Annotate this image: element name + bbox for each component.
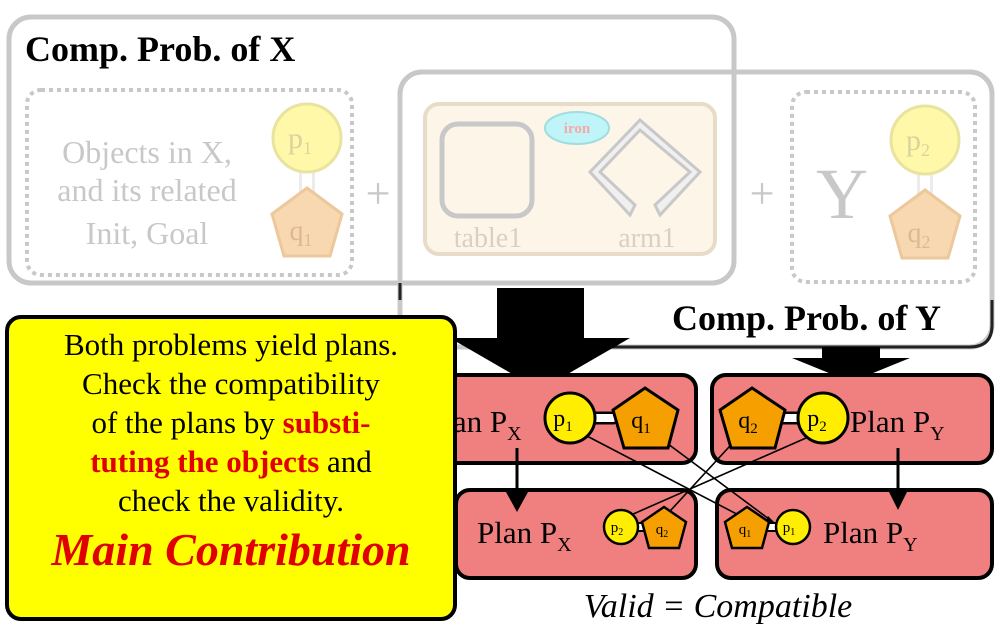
- plus-right: +: [750, 169, 775, 218]
- contribution-line-3-text: of the plans by: [91, 405, 283, 440]
- p2-node: [796, 391, 850, 445]
- q1-node-substituted: [723, 505, 771, 550]
- contribution-line-4: tuting the objects and: [9, 442, 453, 481]
- contribution-line-1: Both problems yield plans.: [63, 327, 399, 362]
- p1-label: p1: [553, 406, 573, 435]
- p1-sub-label: p1: [783, 520, 796, 538]
- q2-node: [718, 386, 787, 450]
- q2-label: q2: [738, 408, 758, 437]
- plan-py-top-label: Plan PY: [850, 404, 945, 445]
- main-contribution-box: Both problems yield plans. Check the com…: [5, 315, 457, 621]
- q2-node-faded: [888, 188, 962, 260]
- contribution-line-5: check the validity.: [117, 483, 345, 518]
- contribution-line-4-highlight: tuting the objects: [90, 444, 320, 479]
- p2-node-substituted: [602, 508, 640, 546]
- big-arrow-y: [792, 347, 910, 382]
- objects-line-2: and its related: [57, 172, 236, 208]
- p1-node-substituted: [774, 508, 812, 546]
- q1-faded-label: q1: [290, 216, 313, 250]
- q2-node-substituted: [640, 505, 688, 550]
- arm1-shape: [587, 117, 703, 218]
- y-dotted-box: [790, 90, 977, 284]
- arrow-py-down: [887, 488, 909, 510]
- comp-prob-y-title: Comp. Prob. of Y: [672, 298, 941, 338]
- p1-faded-label: p1: [288, 122, 312, 158]
- comp-prob-y-bottom-edge: [560, 300, 994, 349]
- p2-label: p2: [807, 406, 827, 435]
- plus-left: +: [366, 169, 391, 218]
- contribution-line-3-highlight: substi-: [282, 405, 371, 440]
- plan-px-bottom-label: Plan PX: [477, 515, 572, 556]
- arrow-px-down: [506, 492, 528, 512]
- p2-node-faded: [889, 104, 961, 176]
- p2-sub-label: p2: [611, 520, 624, 538]
- substitution-lines: [584, 434, 807, 523]
- valid-compatible-caption: Valid = Compatible: [584, 588, 853, 625]
- p2-faded-label: p2: [906, 124, 930, 160]
- contribution-line-4-text: and: [319, 444, 372, 479]
- comp-prob-x-frame: [6, 14, 737, 286]
- plan-py-top-box: [710, 373, 994, 465]
- objects-line-1: Objects in X,: [62, 134, 232, 170]
- iron-ellipse: [544, 111, 610, 145]
- y-letter: Y: [816, 154, 868, 234]
- q2-sub-label: q2: [656, 522, 669, 540]
- objects-line-3: Init, Goal: [86, 215, 209, 251]
- q1-label: q1: [631, 408, 651, 437]
- q1-sub-label: q1: [739, 522, 752, 540]
- plan-py-bottom-label: Plan PY: [823, 515, 918, 556]
- table1-label: table1: [454, 223, 522, 254]
- p1-node: [543, 391, 597, 445]
- q1-node-faded: [270, 186, 344, 258]
- table1-shape: [439, 121, 535, 219]
- q2-faded-label: q2: [908, 218, 931, 252]
- q1-node: [611, 386, 680, 450]
- contribution-line-3: of the plans by substi-: [9, 403, 453, 442]
- p1-node-faded: [271, 102, 343, 174]
- main-contribution-title: Main Contribution: [51, 524, 411, 575]
- big-arrow-x: [450, 288, 630, 390]
- iron-label: iron: [564, 121, 591, 137]
- contribution-line-2: Check the compatibility: [82, 366, 380, 401]
- arm1-label: arm1: [618, 223, 676, 254]
- comp-prob-x-title: Comp. Prob. of X: [25, 29, 295, 69]
